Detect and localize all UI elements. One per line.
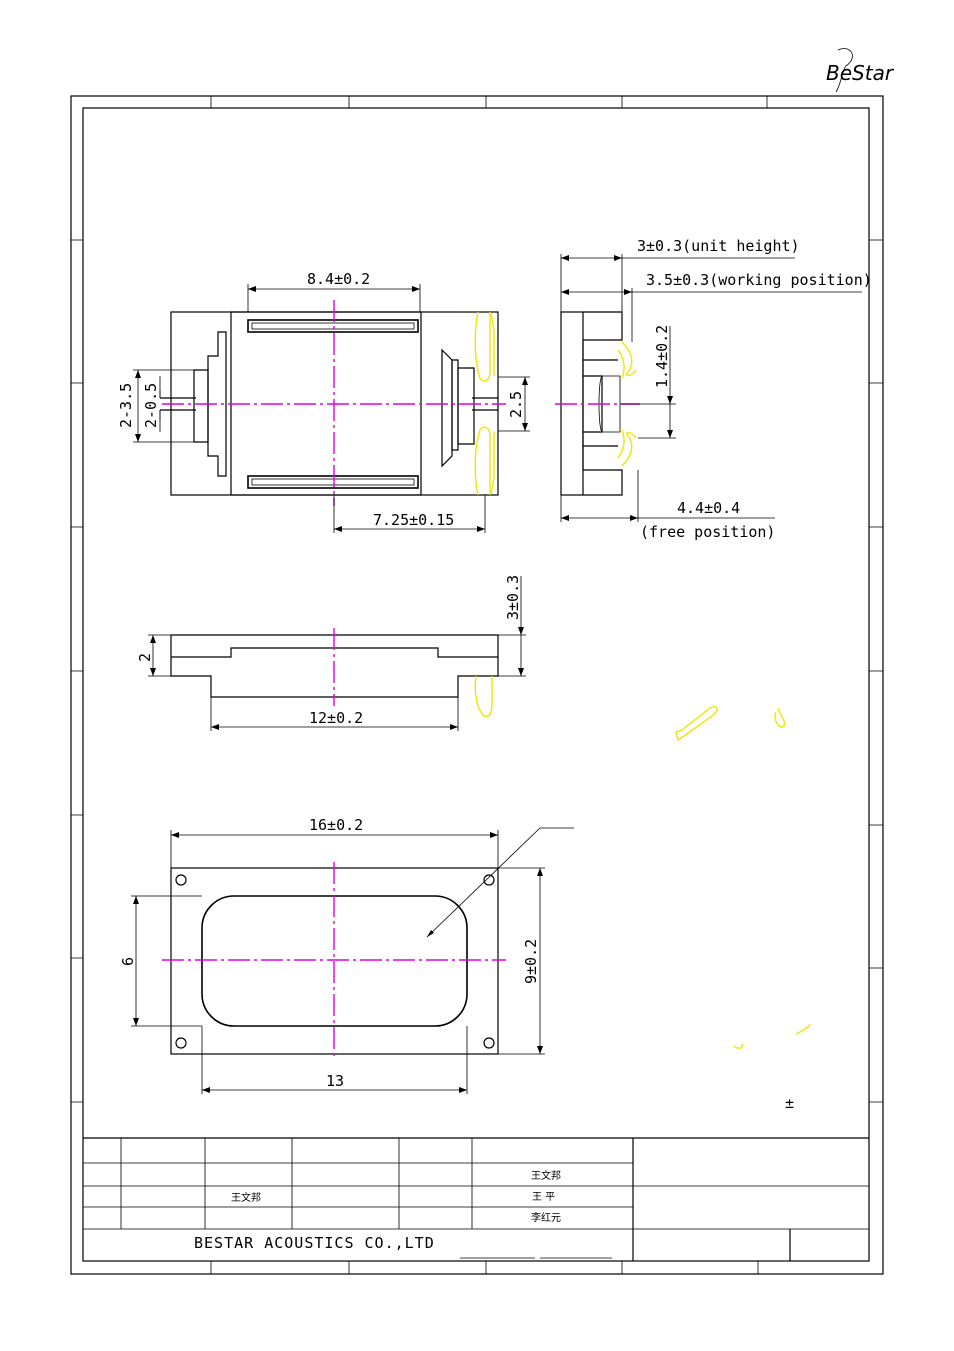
company-name: BESTAR ACOUSTICS CO.,LTD: [194, 1234, 435, 1252]
side-view: 3±0.3(unit height) 3.5±0.3(working posit…: [555, 237, 872, 541]
mounting-hole: [175, 874, 187, 886]
dim-unit-height: 3±0.3(unit height): [637, 237, 800, 255]
dim-terminal-gap: 2.5: [507, 391, 525, 418]
mounting-hole: [483, 1037, 495, 1049]
dim-outer-width: 9±0.2: [522, 939, 540, 984]
dim-pin-width: 2-0.5: [142, 383, 160, 428]
signature-drawn: 王文邦: [531, 1169, 561, 1182]
terminal-detail-sketches: [675, 706, 811, 1049]
title-block: 王文邦 王文邦 王 平 李红元 BESTAR ACOUSTICS CO.,LTD: [83, 1137, 869, 1261]
dim-free-position-label: (free position): [640, 523, 775, 541]
dim-free-position-value: 4.4±0.4: [677, 499, 740, 517]
tolerance-note-symbol: ±: [785, 1094, 794, 1112]
sheet-border: [70, 95, 884, 1275]
logo-text: BeStar: [826, 61, 895, 85]
bestar-logo: BeStar: [826, 48, 895, 93]
dim-length: 12±0.2: [309, 709, 363, 727]
mounting-hole: [483, 874, 495, 886]
dim-outer-length: 16±0.2: [309, 816, 363, 834]
dim-working-position: 3.5±0.3(working position): [646, 271, 872, 289]
dim-width-top: 8.4±0.2: [307, 270, 370, 288]
dim-cone-width: 6: [119, 957, 137, 966]
signature-reviewed: 王 平: [532, 1192, 555, 1203]
dim-height-total: 3±0.3: [504, 575, 522, 620]
signature-checked: 王文邦: [231, 1191, 261, 1204]
top-view: 8.4±0.2 7.25±0.15 2-3.5 2-0.5 2.5: [117, 270, 530, 533]
dim-spring-gap: 1.4±0.2: [653, 325, 671, 388]
dim-cone-length: 13: [326, 1072, 344, 1090]
mounting-hole: [175, 1037, 187, 1049]
dim-terminal-pos: 7.25±0.15: [373, 511, 454, 529]
front-view: 3±0.3 2 12±0.2: [136, 575, 526, 731]
dim-base-height: 2: [136, 653, 154, 662]
signature-approved: 李红元: [531, 1211, 561, 1224]
dim-pin-span: 2-3.5: [117, 383, 135, 428]
bottom-view: 16±0.2 9±0.2 6 13: [119, 816, 574, 1094]
